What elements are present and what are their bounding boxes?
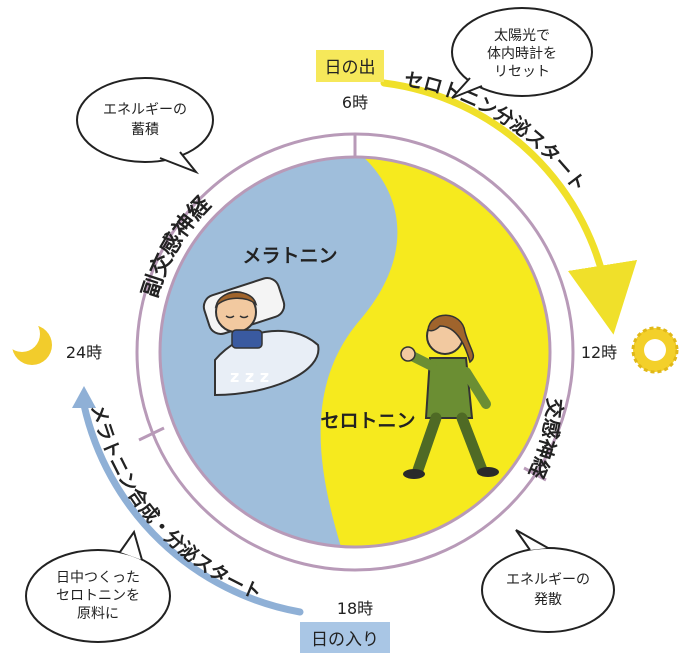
hour-24-label: 24時 (66, 343, 102, 362)
bubble-bottom-right-line-1: エネルギーの (506, 572, 590, 588)
bubble-bottom-left-line-2: セロトニンを (56, 588, 140, 604)
evening-arc (80, 401, 304, 616)
bubble-top-left-line-1: エネルギーの (103, 102, 187, 118)
bubble-top-right-line-2: 体内時計を (487, 46, 557, 62)
zzz-text: z z z (230, 367, 269, 386)
sunset-box (300, 622, 390, 653)
sunrise-box (316, 50, 384, 82)
sun-icon (631, 326, 679, 374)
bubble-bottom-right-line-2: 発散 (534, 592, 562, 608)
melatonin-label: メラトニン (242, 245, 337, 267)
tick-18 (523, 466, 547, 482)
bubble-bottom-right: エネルギーの 発散 (481, 529, 615, 633)
serotonin-label: セロトニン (320, 410, 415, 432)
hour-12-label: 12時 (581, 343, 617, 362)
sleeping-person-icon: z z z (202, 277, 320, 397)
walking-person-icon (400, 314, 499, 479)
crescent-moon-icon (4, 316, 52, 365)
hour-18-label: 18時 (337, 599, 373, 618)
bubble-top-right: 太陽光で 体内時計を リセット (451, 7, 593, 99)
bubble-bottom-left: 日中つくった セロトニンを 原料に (25, 529, 171, 643)
sunset-label: 日の入り (311, 630, 379, 650)
bubble-top-left: エネルギーの 蓄積 (76, 77, 214, 175)
sunrise-label: 日の出 (325, 58, 376, 78)
bubble-bottom-left-line-3: 原料に (77, 606, 119, 622)
bubble-bottom-left-line-1: 日中つくった (56, 570, 140, 586)
hour-6-label: 6時 (342, 93, 368, 112)
evening-arrow-head (72, 386, 96, 408)
bubble-top-right-line-1: 太陽光で (494, 28, 550, 44)
bubble-top-right-line-3: リセット (494, 64, 550, 80)
tick-24 (138, 426, 165, 442)
bubble-top-left-line-2: 蓄積 (131, 122, 159, 138)
morning-arrow-head (596, 300, 620, 322)
morning-arc (380, 79, 638, 335)
